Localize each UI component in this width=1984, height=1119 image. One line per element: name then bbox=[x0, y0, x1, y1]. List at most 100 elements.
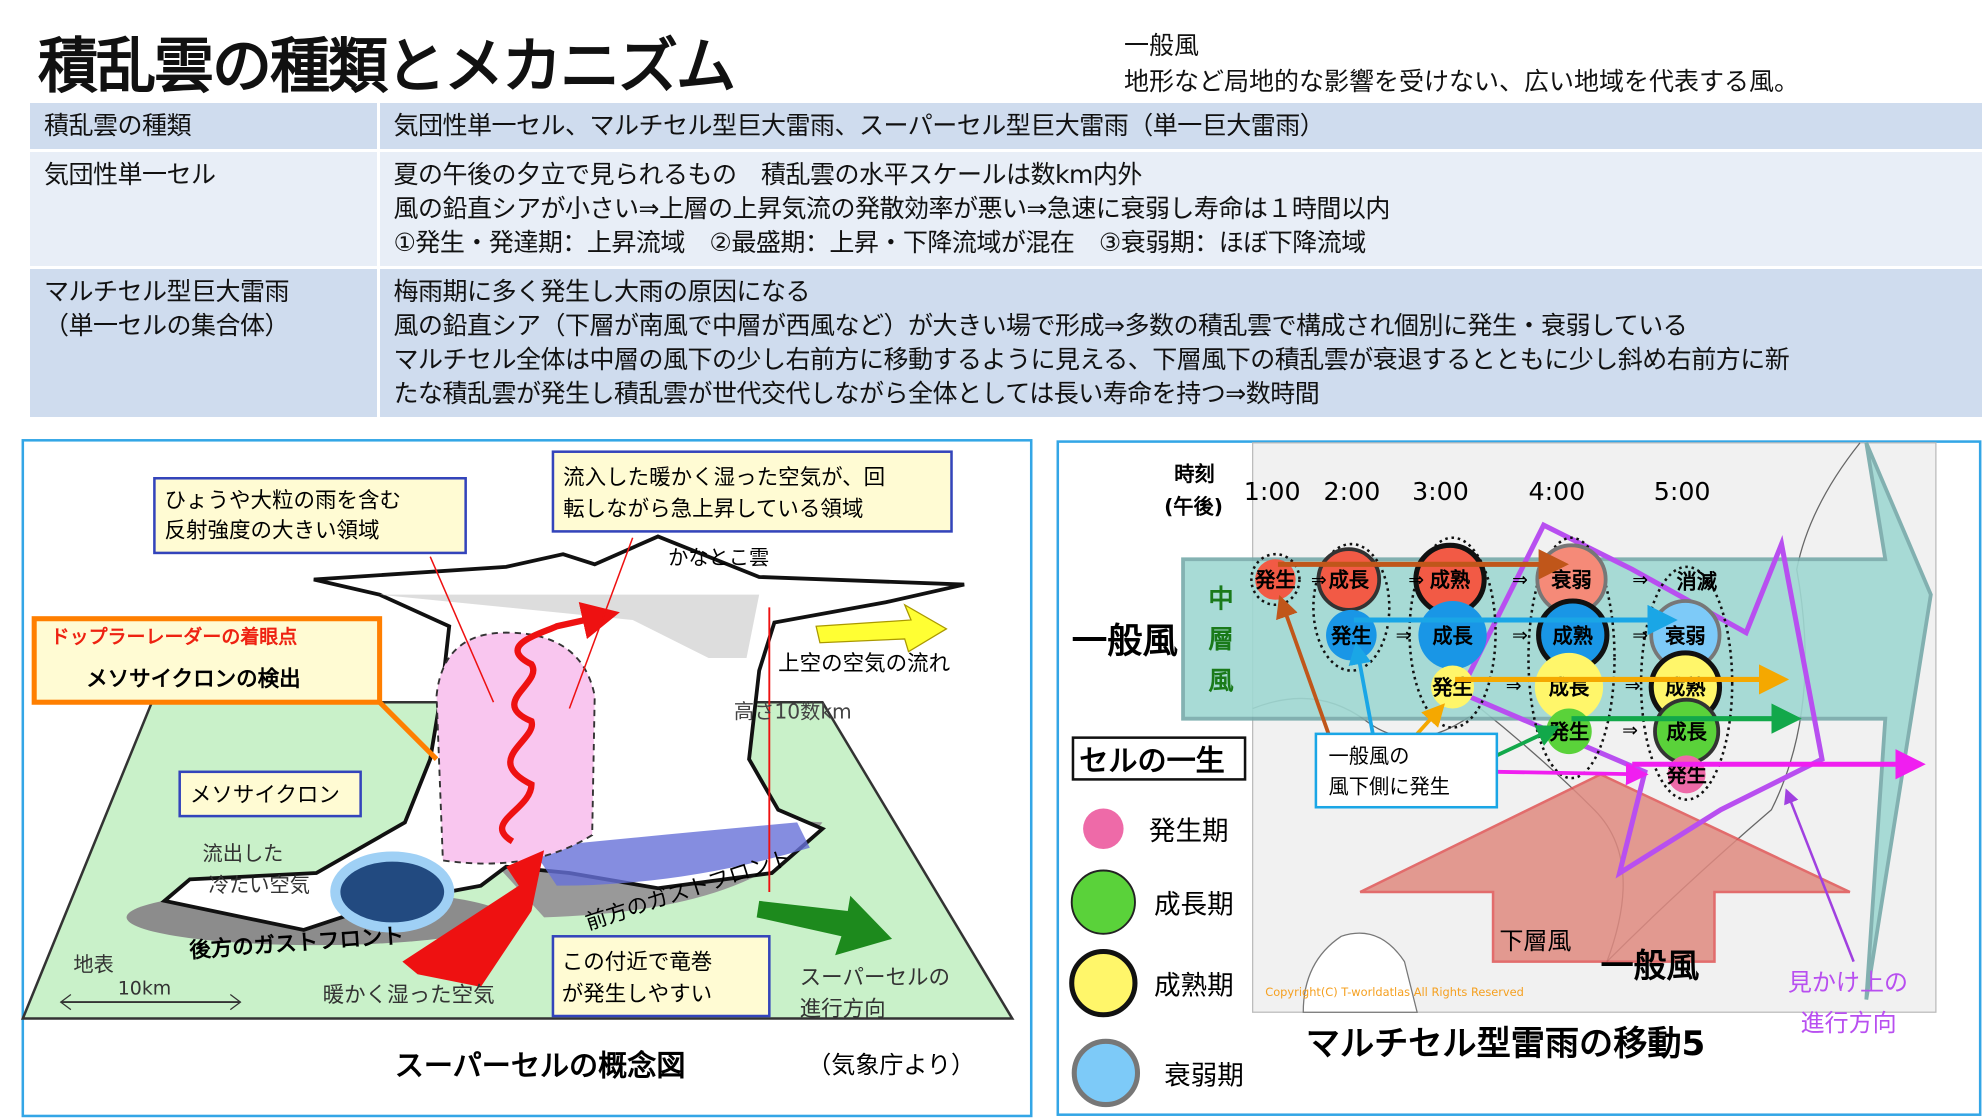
cumulonimbus-table: 積乱雲の種類 気団性単一セル、マルチセル型巨大雷雨、スーパーセル型巨大雷雨（単一… bbox=[30, 103, 1982, 420]
key-line: 気団性単一セル bbox=[44, 160, 216, 189]
row-value: 梅雨期に多く発生し大雨の原因になる 風の鉛直シア（下層が南風で中層が西風など）が… bbox=[378, 267, 1982, 420]
value-line: 風の鉛直シアが小さい⇒上層の上昇気流の発散効率が悪い⇒急速に衰弱し寿命は１時間以… bbox=[393, 194, 1391, 223]
row-key: 積乱雲の種類 bbox=[30, 103, 380, 152]
table-row: 気団性単一セル 夏の午後の夕立で見られるもの 積乱雲の水平スケールは数km内外 … bbox=[30, 150, 1982, 269]
hail-box bbox=[153, 477, 467, 555]
hail-text: 反射強度の大きい領域 bbox=[165, 519, 380, 544]
low-wind-arrow bbox=[1359, 772, 1851, 963]
cell-circle bbox=[1534, 652, 1604, 722]
page-title: 積乱雲の種類とメカニズム bbox=[38, 32, 736, 102]
table-row: 積乱雲の種類 気団性単一セル、マルチセル型巨大雷雨、スーパーセル型巨大雷雨（単一… bbox=[30, 103, 1982, 152]
callout-text: 風下側に発生 bbox=[1329, 774, 1450, 798]
height-label: 高さ10数km bbox=[734, 700, 852, 724]
multicell-diagram: 発生成長成熟衰弱発生成長成熟衰弱発生成長成熟発生成長発生⇒⇒⇒⇒⇒⇒⇒⇒⇒⇒ 時… bbox=[1056, 440, 1982, 1116]
mesocyclone-box bbox=[178, 770, 362, 818]
legend-label: 衰弱期 bbox=[1164, 1060, 1244, 1091]
row-value: 夏の午後の夕立で見られるもの 積乱雲の水平スケールは数km内外 風の鉛直シアが小… bbox=[378, 150, 1982, 269]
time-label: (午後) bbox=[1164, 495, 1223, 519]
cold-air-label: 流出した bbox=[202, 841, 283, 865]
hail-text: ひょうや大粒の雨を含む bbox=[165, 488, 402, 513]
upper-flow-label: 上空の空気の流れ bbox=[778, 652, 950, 677]
cell-label: 発生 bbox=[1330, 624, 1371, 648]
apparent-direction-label: 見かけ上の bbox=[1788, 969, 1908, 997]
mesocyclone-label: メソサイクロン bbox=[190, 783, 340, 808]
doppler-pointer bbox=[377, 700, 439, 761]
value-line: 風の鉛直シア（下層が南風で中層が西風など）が大きい場で形成⇒多数の積乱雲で構成さ… bbox=[393, 311, 1688, 340]
callout-text: 一般風の bbox=[1329, 744, 1410, 768]
value-line: 夏の午後の夕立で見られるもの 積乱雲の水平スケールは数km内外 bbox=[393, 160, 1143, 189]
row-key: マルチセル型巨大雷雨（単一セルの集合体） bbox=[30, 267, 380, 420]
cell-life-box bbox=[1071, 736, 1247, 781]
definition: 一般風 地形など局地的な影響を受けない、広い地域を代表する風。 bbox=[1124, 28, 1799, 100]
transition-arrow: ⇒ bbox=[1311, 569, 1327, 591]
cell-label: 成長 bbox=[1329, 568, 1370, 592]
time-tick: 4:00 bbox=[1528, 477, 1585, 506]
tornado-text: が発生しやすい bbox=[562, 982, 712, 1007]
direction-label: スーパーセルの bbox=[800, 965, 950, 990]
doppler-box bbox=[31, 616, 383, 705]
updraft-box bbox=[551, 450, 953, 533]
tornado-text: この付近で竜巻 bbox=[562, 950, 713, 975]
cell-label: 成熟 bbox=[1553, 624, 1594, 648]
transition-arrow: ⇒ bbox=[1408, 569, 1424, 591]
caption-box bbox=[1300, 1017, 1759, 1066]
time-tick: 5:00 bbox=[1654, 477, 1711, 506]
time-tick: 2:00 bbox=[1323, 477, 1380, 506]
cell-circle bbox=[1431, 665, 1475, 709]
mid-wind-label: 風 bbox=[1208, 667, 1233, 696]
cold-air-label: 冷たい空気 bbox=[209, 873, 310, 897]
doppler-text: メソサイクロンの検出 bbox=[86, 667, 301, 692]
legend-swatch-decay bbox=[1071, 1038, 1141, 1108]
time-tick: 1:00 bbox=[1244, 477, 1301, 506]
supercell-caption: スーパーセルの概念図 bbox=[395, 1048, 686, 1082]
transition-arrow: ⇒ bbox=[1632, 569, 1648, 591]
legend-label: 発生期 bbox=[1149, 816, 1229, 847]
legend-swatch-mature bbox=[1069, 948, 1138, 1018]
transition-arrow: ⇒ bbox=[1632, 624, 1648, 646]
key-line: マルチセル型巨大雷雨 bbox=[44, 277, 290, 306]
updraft-text: 転しながら急上昇している領域 bbox=[563, 497, 863, 522]
source-label: （気象庁より） bbox=[807, 1051, 975, 1079]
cell-label: 発生 bbox=[1254, 568, 1295, 592]
updraft-text: 流入した暖かく湿った空気が、回 bbox=[563, 466, 885, 491]
table-row: マルチセル型巨大雷雨（単一セルの集合体） 梅雨期に多く発生し大雨の原因になる 風… bbox=[30, 267, 1982, 420]
row-key: 気団性単一セル bbox=[30, 150, 380, 269]
value-line: ①発生・発達期：上昇流域 ②最盛期：上昇・下降流域が混在 ③衰弱期：ほぼ下降流域 bbox=[393, 228, 1367, 257]
peninsula bbox=[1302, 932, 1418, 1013]
low-wind-label: 下層風 bbox=[1499, 927, 1571, 955]
transition-arrow: ⇒ bbox=[1512, 624, 1528, 646]
transition-arrow: ⇒ bbox=[1512, 569, 1528, 591]
multicell-caption: マルチセル型雷雨の移動5 bbox=[1306, 1024, 1706, 1064]
legend-label: 成長期 bbox=[1154, 890, 1234, 921]
legend-label: 成熟期 bbox=[1154, 970, 1234, 1001]
legend-swatch-growth bbox=[1070, 869, 1136, 935]
cell-label: 衰弱 bbox=[1550, 568, 1591, 592]
cell-life-label: セルの一生 bbox=[1079, 744, 1224, 778]
row-value: 気団性単一セル、マルチセル型巨大雷雨、スーパーセル型巨大雷雨（単一巨大雷雨） bbox=[378, 103, 1982, 152]
legend-swatch-genesis bbox=[1083, 808, 1124, 849]
value-line: 梅雨期に多く発生し大雨の原因になる bbox=[393, 277, 811, 306]
downdraft bbox=[330, 851, 455, 933]
general-wind-label: 一般風 bbox=[1072, 621, 1178, 662]
transition-arrow: ⇒ bbox=[1622, 719, 1638, 741]
surface-label: 地表 bbox=[73, 953, 113, 977]
cell-circle bbox=[1255, 559, 1296, 600]
cell-label: 発生 bbox=[1548, 720, 1589, 744]
motion-arrow bbox=[756, 895, 893, 956]
callout-box bbox=[1314, 732, 1499, 809]
value-line: マルチセル全体は中層の風下の少し右前方に移動するように見える、下層風下の積乱雲が… bbox=[393, 345, 1790, 374]
upper-flow-arrow bbox=[815, 603, 948, 653]
apparent-direction-label: 進行方向 bbox=[1801, 1009, 1897, 1037]
cell-label: 発生 bbox=[1665, 763, 1706, 787]
value-line: たな積乱雲が発生し積乱雲が世代交代しながら全体としては長い寿命を持つ⇒数時間 bbox=[393, 379, 1320, 408]
cell-label: 成長 bbox=[1432, 624, 1473, 648]
mid-wind-label: 中 bbox=[1208, 584, 1233, 613]
time-tick: 3:00 bbox=[1412, 477, 1469, 506]
definition-text: 地形など局地的な影響を受けない、広い地域を代表する風。 bbox=[1124, 67, 1800, 96]
mid-wind-label: 層 bbox=[1208, 625, 1233, 654]
scale-label: 10km bbox=[118, 977, 172, 999]
cell-label: 成長 bbox=[1666, 720, 1707, 744]
low-general-wind-label: 一般風 bbox=[1601, 946, 1700, 985]
cell-label: 成熟 bbox=[1430, 568, 1471, 592]
definition-term: 一般風 bbox=[1124, 31, 1200, 60]
